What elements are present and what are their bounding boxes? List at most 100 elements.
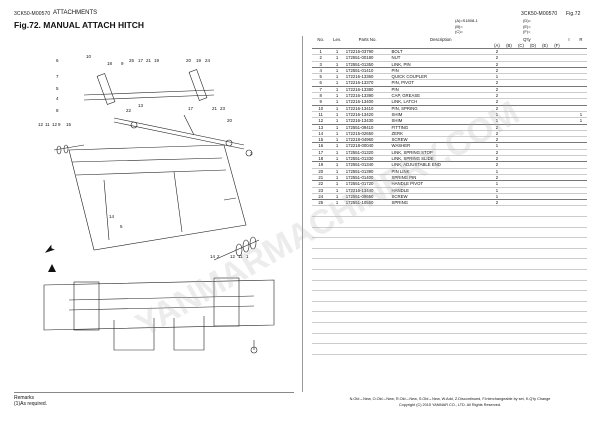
blank-cell: [329, 280, 344, 291]
cell-lev: 1: [335, 130, 339, 136]
blank-cell: [345, 280, 391, 291]
blank-cell: [575, 206, 587, 217]
col-part-no: Parts No.: [358, 36, 377, 42]
cell-part-no: 172218-04960: [345, 137, 374, 143]
cell-no: 24: [318, 193, 324, 199]
svg-text:11: 11: [238, 254, 243, 259]
cell-lev: 1: [335, 74, 339, 80]
cell-qty-a: 2: [495, 67, 499, 73]
cell-lev: 1: [335, 124, 339, 130]
cell-no: 16: [318, 143, 324, 149]
doc-code-left: 3CK50-M00570: [14, 11, 51, 17]
blank-cell: [491, 269, 503, 280]
cell-no: 8: [319, 93, 322, 99]
blank-cell: [527, 291, 539, 302]
cell-no: 3: [319, 61, 322, 67]
blank-cell: [312, 291, 329, 302]
cell-description: HANDLE: [391, 187, 409, 193]
blank-cell: [539, 291, 551, 302]
cell-no: 13: [318, 124, 324, 130]
blank-cell: [391, 248, 491, 259]
cell-no: 10: [318, 105, 324, 111]
blank-cell: [391, 227, 491, 238]
svg-text:7: 7: [56, 74, 59, 79]
options-col1: (A)=S1808-1 (B)= (C)=: [455, 18, 478, 35]
cell-part-no: 172551-09410: [345, 124, 374, 130]
blank-cell: [491, 291, 503, 302]
cell-no: 22: [318, 181, 324, 187]
cell-qty-a: 1: [495, 168, 499, 174]
cell-part-no: 172551-01400: [345, 174, 374, 180]
cell-lev: 1: [335, 111, 339, 117]
cell-lev: 1: [335, 162, 339, 168]
option-e: (E)=: [523, 23, 531, 29]
blank-row: [312, 333, 587, 344]
blank-cell: [527, 312, 539, 323]
cell-description: LINK, SPRING STOP: [391, 149, 433, 155]
cell-lev: 1: [335, 93, 339, 99]
cell-description: CAP, GREASE: [391, 93, 421, 99]
blank-cell: [515, 238, 527, 249]
col-r: R: [579, 36, 583, 42]
svg-text:3: 3: [250, 151, 253, 156]
blank-row: [312, 206, 587, 217]
svg-text:23: 23: [220, 106, 226, 111]
blank-cell: [312, 333, 329, 344]
cell-description: LINK, SPRING SLIDE: [391, 156, 434, 162]
cell-lev: 1: [335, 67, 339, 73]
blank-cell: [527, 217, 539, 228]
cell-no: 11: [318, 111, 323, 117]
svg-text:9: 9: [58, 122, 61, 127]
blank-cell: [329, 238, 344, 249]
blank-cell: [563, 238, 575, 249]
svg-text:21: 21: [146, 58, 152, 63]
blank-cell: [563, 206, 575, 217]
blank-cell: [527, 259, 539, 270]
remarks-box: Remarks (1)As required.: [14, 392, 294, 407]
cell-part-no: 172216-13430: [345, 118, 374, 124]
cell-description: LINK, LATCH: [391, 99, 418, 105]
blank-cell: [527, 248, 539, 259]
cell-no: 14: [318, 130, 324, 136]
blank-cell: [503, 269, 515, 280]
col-b: (B): [506, 42, 512, 48]
cell-part-no: 172216-13370: [345, 80, 374, 86]
cell-lev: 1: [335, 49, 339, 54]
blank-cell: [391, 280, 491, 291]
cell-no: 1: [319, 49, 322, 54]
cell-description: BOLT: [391, 49, 403, 54]
blank-cell: [515, 259, 527, 270]
col-d: (D): [529, 42, 536, 48]
blank-cell: [551, 259, 563, 270]
cell-qty-a: 2: [495, 200, 499, 206]
cell-part-no: 172551-01390: [345, 168, 374, 174]
blank-cell: [391, 259, 491, 270]
blank-cell: [491, 227, 503, 238]
cell-no: 4: [319, 67, 322, 73]
cell-description: WASHER: [391, 143, 411, 149]
blank-cell: [551, 227, 563, 238]
cell-qty-a: 1: [495, 118, 499, 124]
blank-cell: [539, 344, 551, 355]
cell-qty-a: 2: [495, 162, 499, 168]
blank-cell: [575, 301, 587, 312]
cell-no: 9: [319, 99, 322, 105]
blank-cell: [312, 259, 329, 270]
cell-no: 7: [319, 86, 322, 92]
blank-cell: [329, 344, 344, 355]
svg-text:18: 18: [107, 61, 113, 66]
blank-cell: [391, 206, 491, 217]
blank-cell: [329, 322, 344, 333]
blank-cell: [345, 217, 391, 228]
svg-text:11: 11: [45, 122, 50, 127]
blank-cell: [503, 206, 515, 217]
blank-cell: [503, 248, 515, 259]
